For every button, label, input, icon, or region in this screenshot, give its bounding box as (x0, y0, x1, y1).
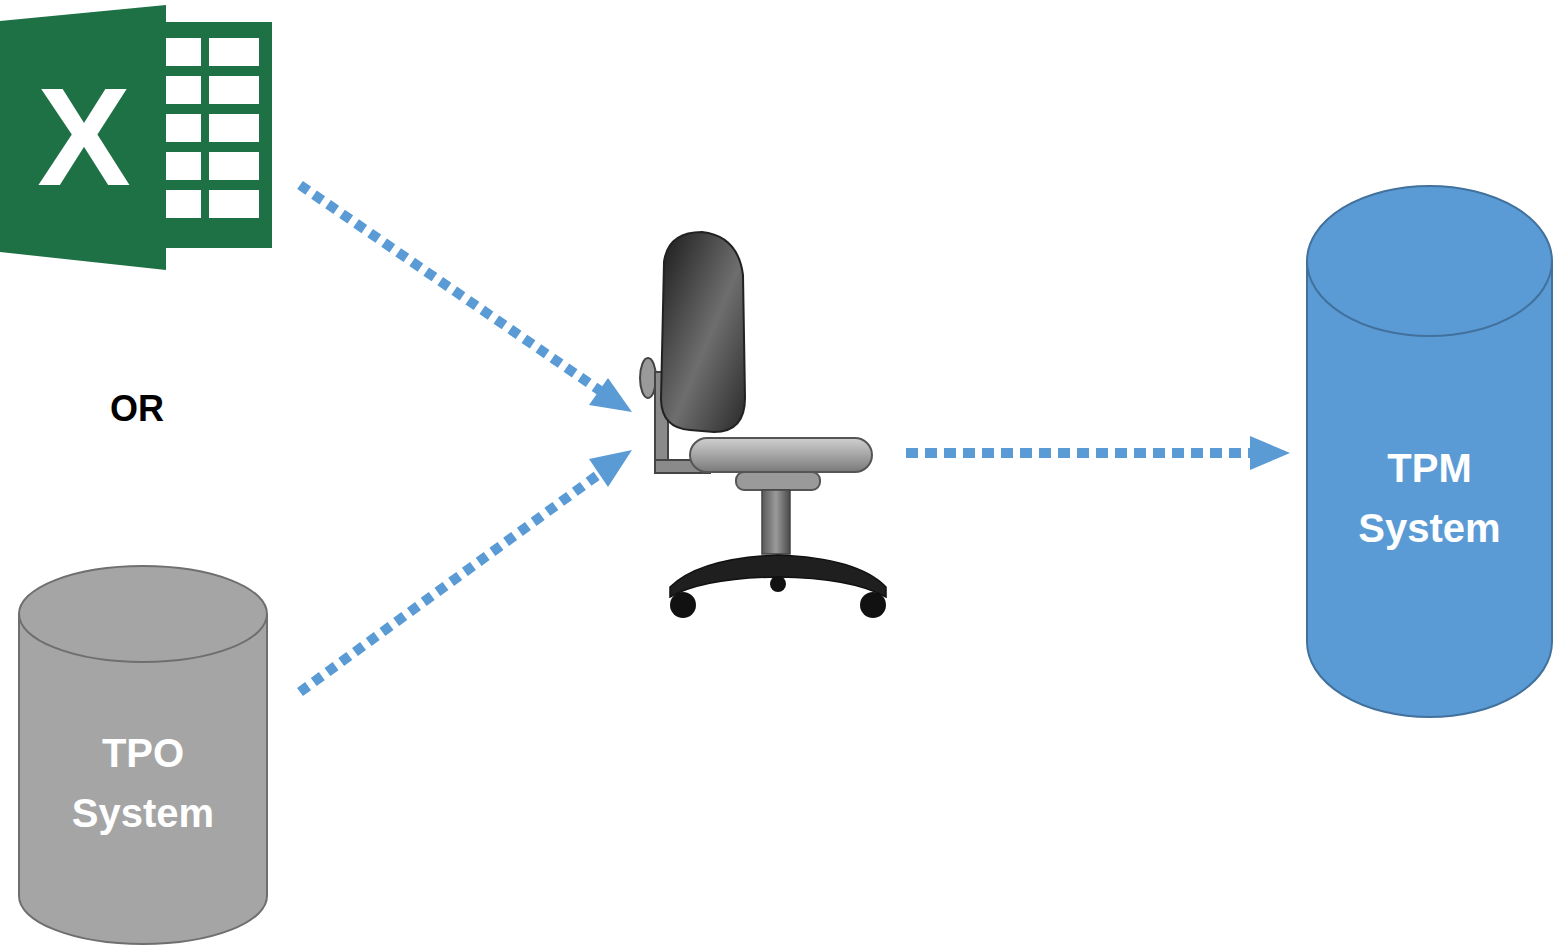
icon-cover (0, 5, 166, 270)
cylinder-side (1306, 261, 1308, 642)
node-label: X (9, 67, 159, 207)
spreadsheet-icon: X (0, 5, 168, 270)
database-cylinder: TPO System (18, 565, 268, 945)
or-label: OR (110, 388, 164, 430)
cylinder-side (18, 614, 20, 896)
cylinder-top (1307, 186, 1552, 336)
spreadsheet-page (150, 22, 272, 248)
database-cylinder: TPM System (1306, 185, 1553, 718)
dashed-arrow (300, 450, 632, 692)
cylinder-side (266, 614, 268, 896)
node-label: TPO System (53, 723, 233, 843)
cylinder-side (1551, 261, 1553, 642)
node-label: TPM System (1340, 438, 1520, 558)
dashed-arrow (300, 185, 632, 412)
dashed-arrow (906, 436, 1290, 470)
label-holder: OR (110, 388, 164, 430)
office-chair (640, 232, 886, 618)
cylinder-top (19, 566, 267, 662)
